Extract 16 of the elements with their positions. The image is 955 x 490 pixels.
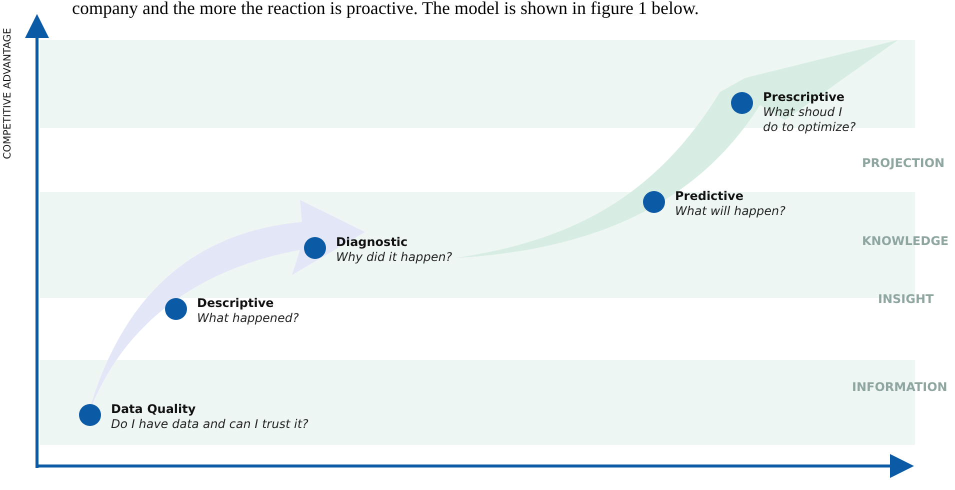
stage-question: What shoud I do to optimize? <box>763 105 857 135</box>
stage-title: Diagnostic <box>336 235 409 250</box>
stage-question: Do I have data and can I trust it? <box>111 417 308 432</box>
stage-question: What will happen? <box>675 204 786 219</box>
stage-title: Descriptive <box>197 296 275 311</box>
text-line: company and the more the reaction is proactive. The model is shown in figure 1 below. <box>72 0 699 19</box>
axis-title: COMPETITIVE ADVANTAGE <box>2 26 14 162</box>
band-label: PROJECTION <box>862 156 945 170</box>
stage-question: Why did it happen? <box>336 250 452 265</box>
band-label: INSIGHT <box>878 292 934 306</box>
band-label: INFORMATION <box>852 380 948 394</box>
stage-question: What happened? <box>197 311 299 326</box>
stage-title: Data Quality <box>111 402 197 417</box>
band-label: KNOWLEDGE <box>862 234 949 248</box>
stage-title: Predictive <box>675 189 744 204</box>
stage-title: Prescriptive <box>763 90 846 105</box>
